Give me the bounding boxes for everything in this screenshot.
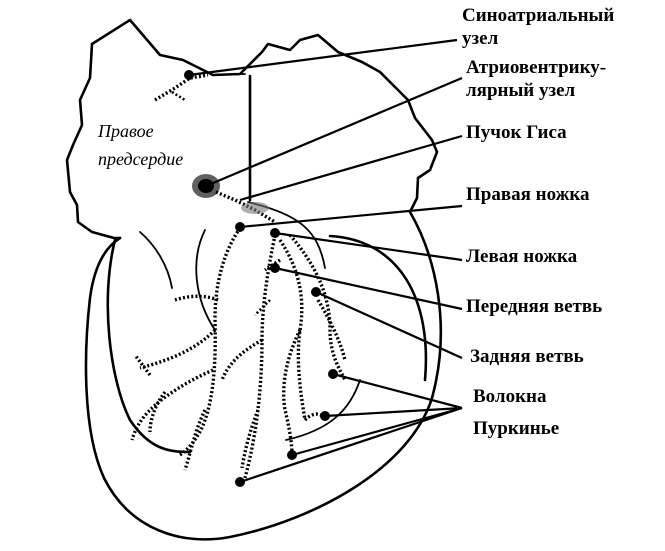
left-branch-dot: [270, 228, 280, 238]
septum-inner: [195, 229, 216, 331]
leader-anterior: [274, 266, 463, 311]
leader-his: [239, 134, 463, 202]
sa-node-label-2: узел: [462, 28, 499, 49]
purkinje-dot-2: [320, 411, 330, 421]
sa-node-label-1: Синоатриальный: [462, 5, 615, 26]
anterior-branch-label: Передняя ветвь: [466, 296, 603, 317]
purkinje-label-1: Волокна: [473, 386, 547, 407]
leader-posterior: [315, 290, 463, 360]
right-atrium-label-1: Правое: [98, 121, 154, 141]
anterior-branch-dot: [270, 263, 280, 273]
posterior-branch-dot: [311, 287, 321, 297]
leader-purkinje-c: [291, 406, 463, 457]
av-node-label-2: лярный узел: [466, 80, 576, 101]
av-node-label-1: Атриовентрику-: [466, 57, 607, 78]
right-ventricle-inner: [106, 238, 192, 454]
leader-sa-node: [188, 38, 458, 77]
leader-purkinje-a: [332, 372, 463, 410]
leader-av-node: [205, 76, 463, 188]
right-branch-dot: [235, 222, 245, 232]
purkinje-dot-3: [287, 450, 297, 460]
leader-purkinje-b: [324, 406, 463, 418]
leader-right-branch: [239, 204, 463, 229]
left-ventricle-inner-2: [285, 379, 361, 441]
left-ventricle-inner: [328, 234, 428, 382]
leader-left-branch: [274, 231, 463, 262]
right-branch-label: Правая ножка: [466, 184, 590, 205]
left-bundle-fibers: [243, 234, 277, 479]
right-atrium-label-2: предсердие: [98, 149, 184, 169]
purkinje-dot-4: [235, 477, 245, 487]
purkinje-label-2: Пуркинье: [473, 418, 560, 439]
heart-outline: [84, 18, 443, 541]
right-bundle-fibers: [178, 227, 242, 457]
right-ventricle-inner-2: [139, 231, 173, 289]
purkinje-dot-1: [328, 369, 338, 379]
sa-node-fibers: [154, 73, 209, 102]
his-bundle: [215, 190, 276, 224]
left-branch-label: Левая ножка: [466, 246, 578, 267]
posterior-branch-label: Задняя ветвь: [470, 346, 584, 367]
atrium-left-edge: [65, 42, 122, 240]
atrium-top-line: [212, 73, 246, 76]
his-bundle-label: Пучок Гиса: [466, 122, 567, 143]
leader-purkinje-d: [239, 406, 463, 484]
